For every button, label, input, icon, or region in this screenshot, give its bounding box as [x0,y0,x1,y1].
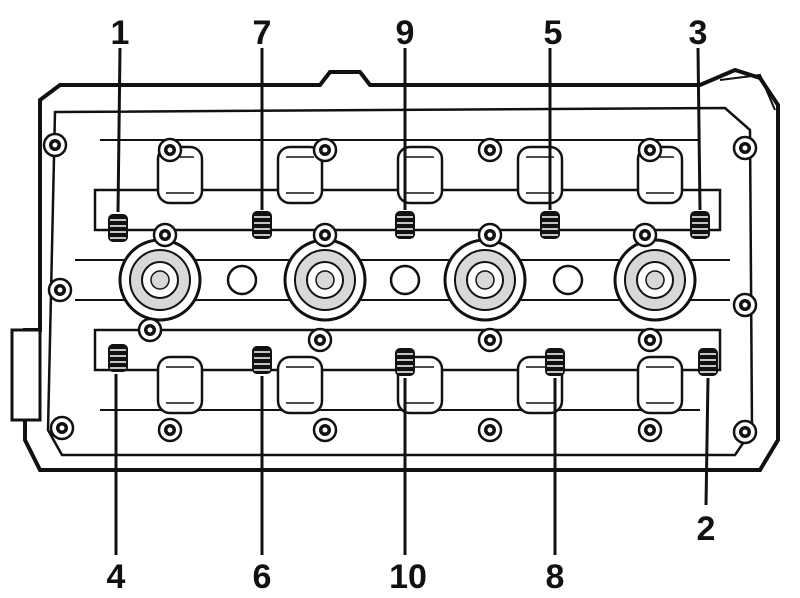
spark-plug-bores [118,238,697,322]
callout-5: 5 [544,14,563,52]
callout-3: 3 [689,14,708,52]
callout-8: 8 [546,558,565,596]
callout-10: 10 [389,558,427,596]
callout-9: 9 [396,14,415,52]
callout-1: 1 [111,14,130,52]
callout-2: 2 [697,510,716,548]
callout-7: 7 [253,14,272,52]
callout-6: 6 [253,558,272,596]
callout-4: 4 [107,558,126,596]
leader-lines [114,47,710,555]
callout-labels: 1 7 9 5 3 4 6 10 8 2 [107,14,716,596]
